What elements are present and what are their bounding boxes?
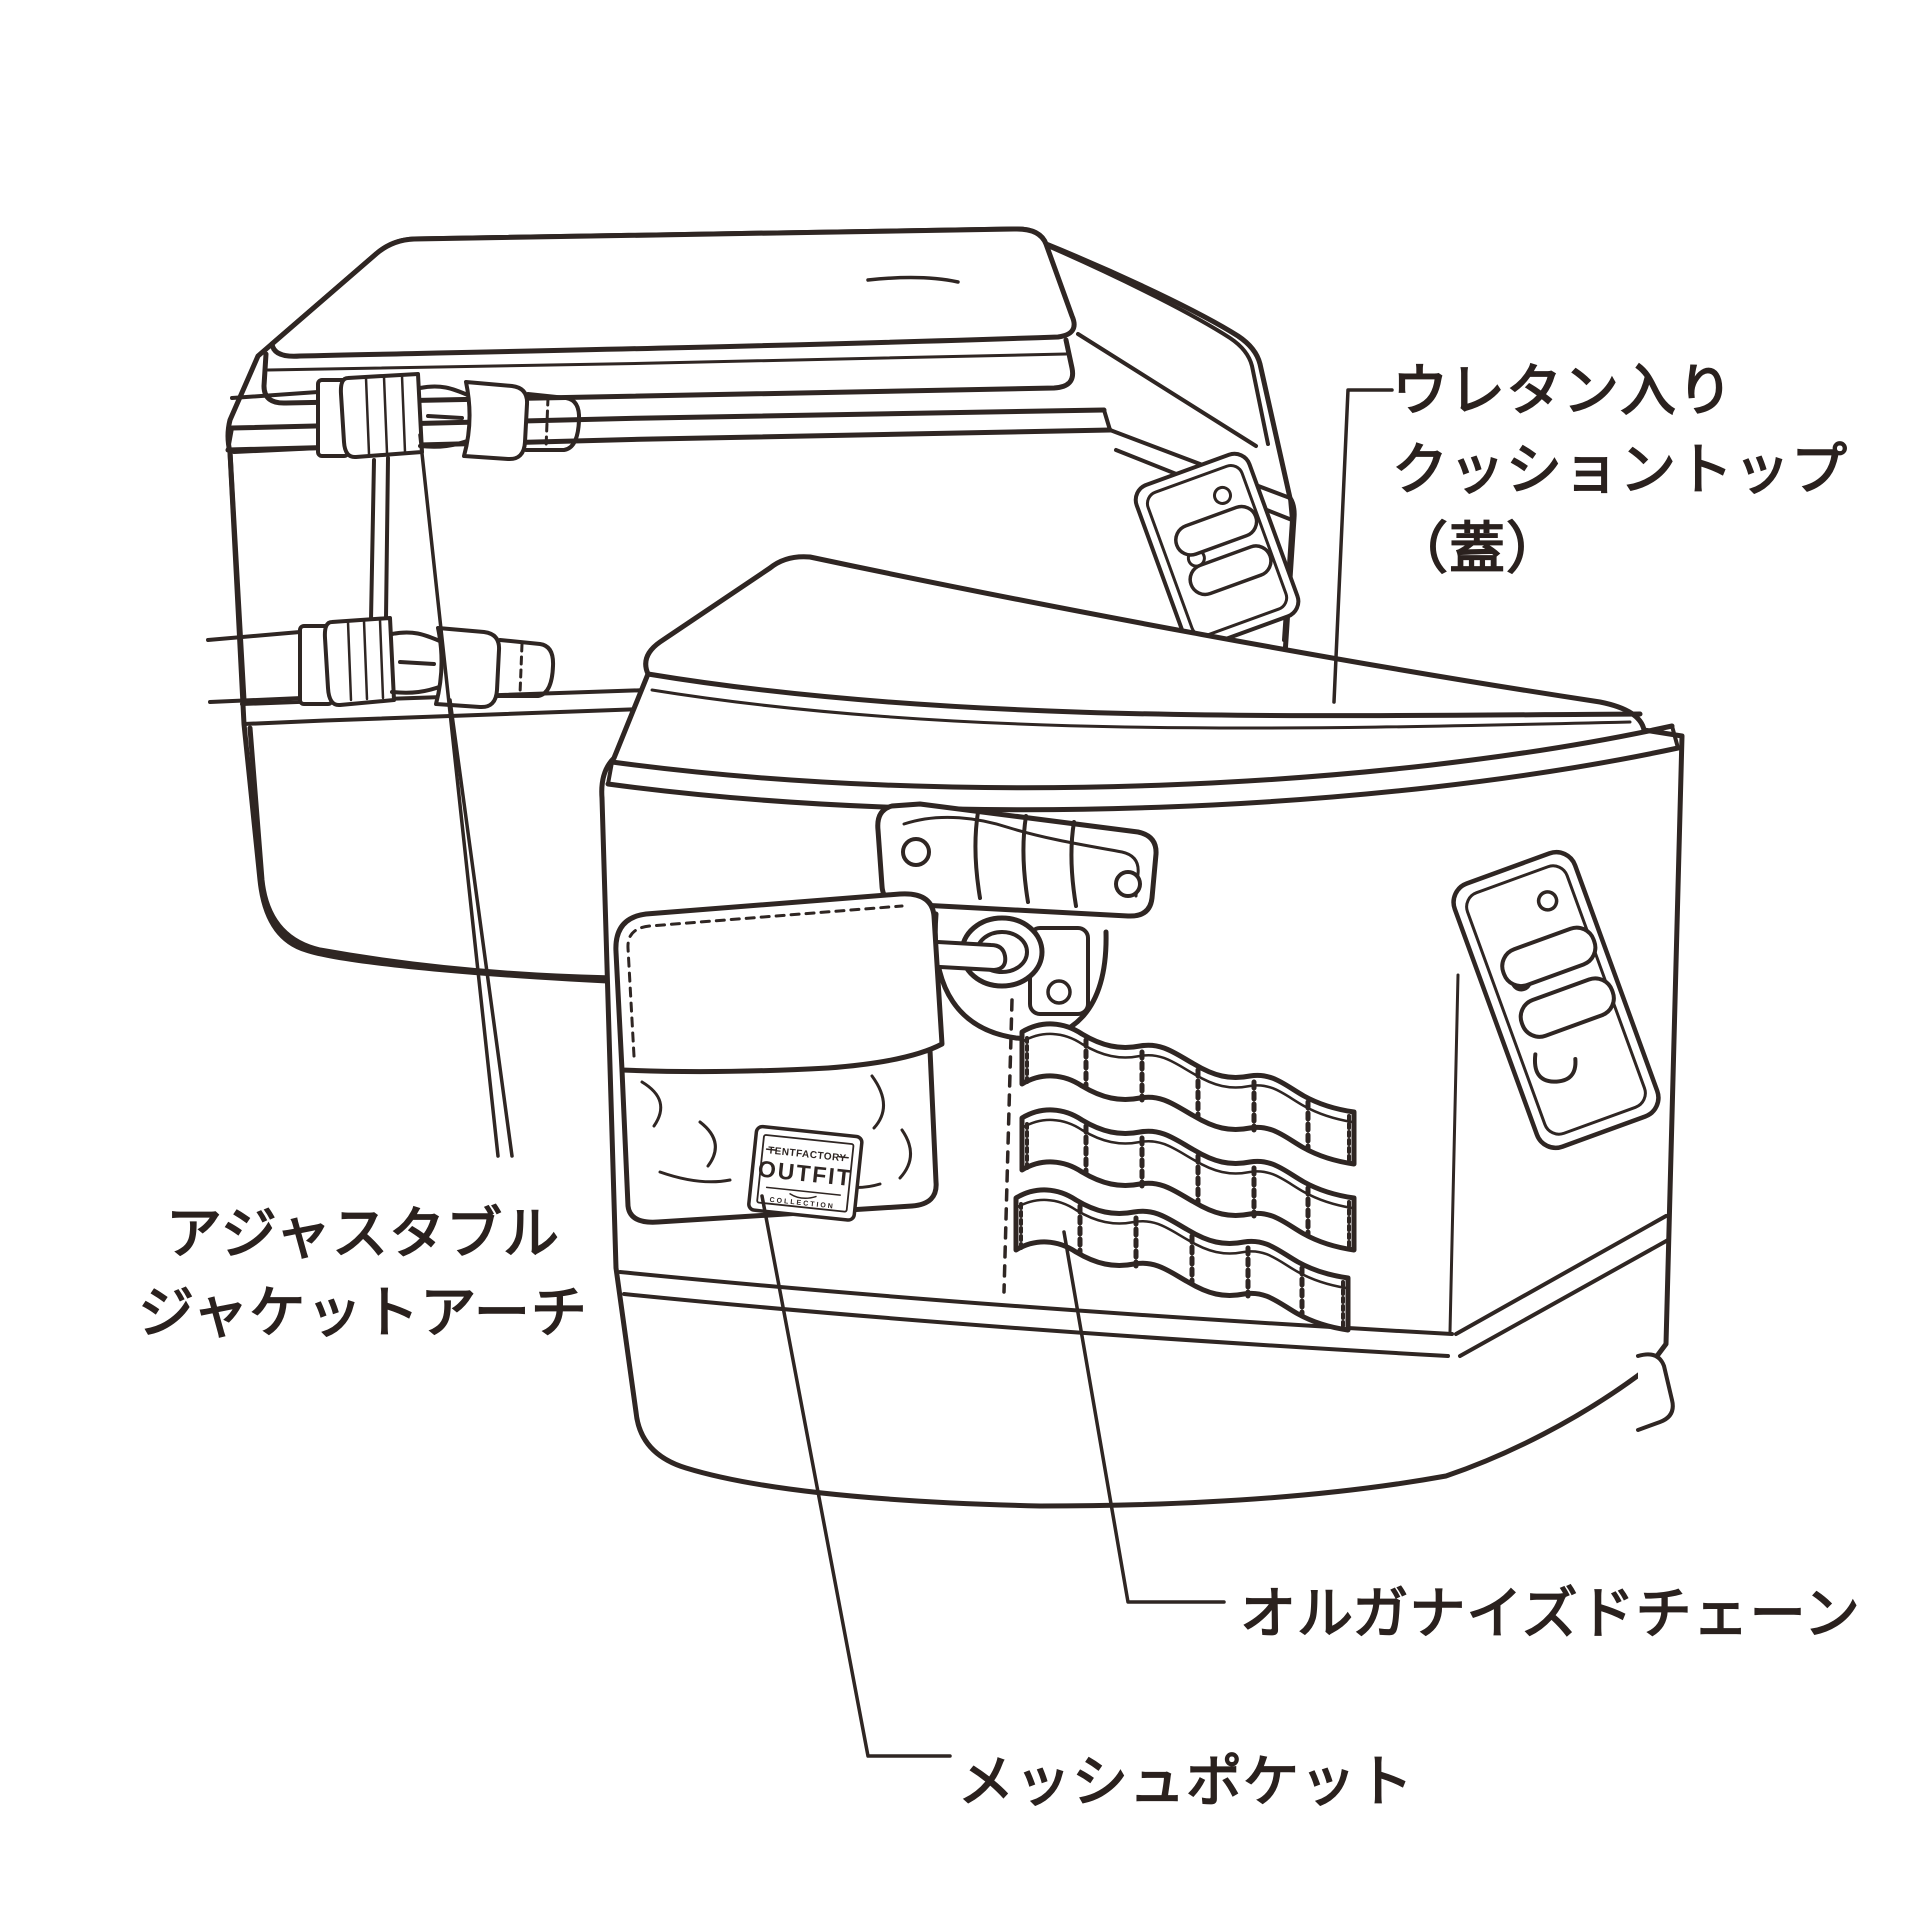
adjustable-jacket-arch xyxy=(206,372,582,710)
back-cooler-side-handle xyxy=(1133,451,1301,650)
panel-divider-stitch xyxy=(1002,998,1014,1294)
latch-plate xyxy=(875,801,1159,919)
label-adjustable-line1: アジャスタブル xyxy=(166,1202,560,1265)
leader-mesh-pocket xyxy=(760,1194,952,1758)
lower-buckle-male xyxy=(322,616,396,708)
leader-lines xyxy=(418,388,1394,1758)
label-cushion-top-line2: クッショントップ xyxy=(1392,438,1848,501)
leader-organized-chain xyxy=(1062,1230,1226,1604)
label-cushion-top-line1: ウレタン入り xyxy=(1392,359,1734,422)
brand-badge: TENTFACTORY OUTFIT COLLECTION xyxy=(747,1124,864,1222)
label-mesh-pocket: メッシュポケット xyxy=(958,1750,1414,1813)
upper-buckle-female xyxy=(462,380,530,462)
lower-buckle-female xyxy=(434,626,502,710)
leader-adjustable-lower xyxy=(448,698,514,1158)
drain-foot xyxy=(1636,1352,1675,1432)
label-organized-chain: オルガナイズドチェーン xyxy=(1240,1582,1861,1645)
mesh-pocket-flap xyxy=(613,891,945,1075)
front-cooler-side-handle xyxy=(1451,849,1661,1151)
label-adjustable-jacket-arch: アジャスタブル ジャケットアーチ xyxy=(128,1194,598,1352)
label-cushion-top-line3: （蓋） xyxy=(1392,517,1563,580)
front-cooler-lid xyxy=(605,671,1681,813)
mesh-pocket: TENTFACTORY OUTFIT COLLECTION xyxy=(613,891,945,1225)
upper-buckle-male xyxy=(338,372,424,460)
front-cooler-silhouette xyxy=(599,554,1685,1509)
leader-cushion-top xyxy=(1332,388,1394,704)
front-cooler: TENTFACTORY OUTFIT COLLECTION xyxy=(599,554,1685,1509)
label-adjustable-line2: ジャケットアーチ xyxy=(138,1281,588,1344)
leader-adjustable-upper xyxy=(418,433,500,1158)
label-cushion-top: ウレタン入り クッショントップ （蓋） xyxy=(1392,351,1848,588)
back-cooler-lid xyxy=(225,226,1294,522)
